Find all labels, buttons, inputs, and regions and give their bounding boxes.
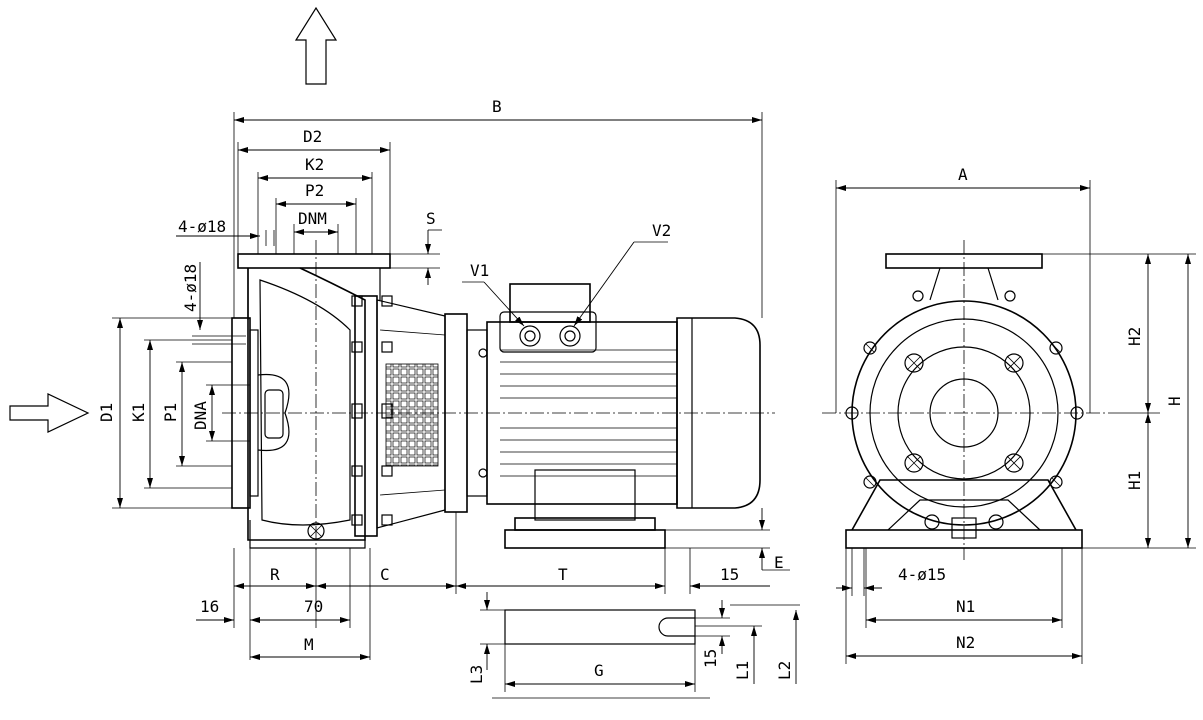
label-H: H xyxy=(1165,396,1184,406)
label-D2: D2 xyxy=(303,127,322,146)
outlet-flow-arrow xyxy=(294,6,338,85)
label-S: S xyxy=(426,209,436,228)
flange-bolts xyxy=(904,353,1024,473)
label-P2: P2 xyxy=(305,181,324,200)
label-N2: N2 xyxy=(956,633,975,652)
label-T: T xyxy=(558,565,568,584)
label-hole-side: 4-ø18 xyxy=(181,264,200,312)
label-H1: H1 xyxy=(1125,471,1144,490)
label-70: 70 xyxy=(304,597,323,616)
inlet-flow-arrow xyxy=(9,393,90,433)
side-view xyxy=(222,240,775,550)
label-P1: P1 xyxy=(161,403,180,422)
label-B: B xyxy=(492,97,502,116)
label-N1: N1 xyxy=(956,597,975,616)
label-D1: D1 xyxy=(97,403,116,422)
label-L2: L2 xyxy=(775,661,794,680)
label-L1: L1 xyxy=(733,661,752,680)
label-15a: 15 xyxy=(720,565,739,584)
label-M: M xyxy=(304,635,314,654)
front-view xyxy=(822,240,1108,560)
label-E: E xyxy=(774,553,784,572)
label-L3: L3 xyxy=(467,665,486,684)
label-V2: V2 xyxy=(652,221,671,240)
label-C: C xyxy=(380,565,390,584)
cover-bolts xyxy=(351,295,393,526)
label-H2: H2 xyxy=(1125,327,1144,346)
label-V1: V1 xyxy=(470,261,489,280)
front-dimensions xyxy=(835,180,1196,664)
side-dimensions xyxy=(112,112,800,699)
motor-fins xyxy=(500,349,677,477)
label-K2: K2 xyxy=(305,155,324,174)
label-hole-base: 4-ø15 xyxy=(898,565,946,584)
label-hole-top: 4-ø18 xyxy=(178,217,226,236)
label-A: A xyxy=(958,165,968,184)
label-16: 16 xyxy=(200,597,219,616)
label-DNM: DNM xyxy=(298,209,327,228)
label-DNA: DNA xyxy=(191,401,210,430)
dimension-labels: B D2 K2 P2 DNM 4-ø18 S V1 V2 4-ø18 D1 K1… xyxy=(97,97,1184,684)
label-K1: K1 xyxy=(129,403,148,422)
label-15b: 15 xyxy=(701,649,720,668)
label-G: G xyxy=(594,661,604,680)
label-R: R xyxy=(270,565,280,584)
